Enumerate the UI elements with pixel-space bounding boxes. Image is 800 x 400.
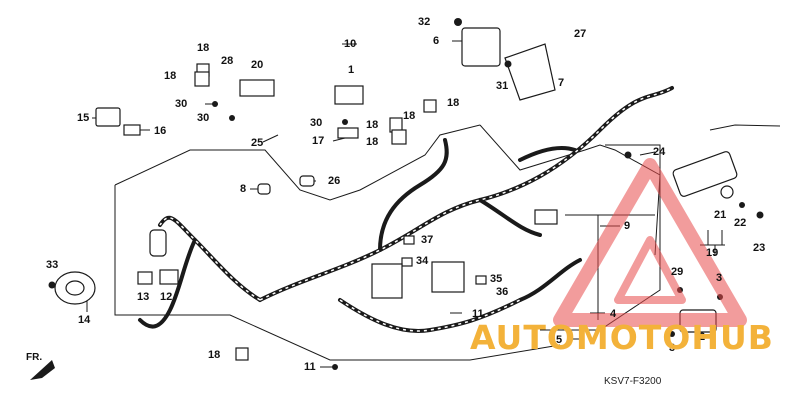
connector-pack-c	[149, 229, 167, 257]
callout-37: 37	[421, 234, 434, 246]
harness-branch-left	[158, 215, 262, 302]
callout-11b: 11	[304, 361, 316, 373]
callout-30b: 30	[197, 112, 210, 124]
callout-21: 21	[714, 209, 727, 221]
callout-20: 20	[251, 59, 264, 71]
relay-18d	[391, 129, 407, 145]
bolt-31	[504, 60, 512, 68]
callout-18f: 18	[366, 136, 379, 148]
component-9	[534, 209, 558, 225]
subassembly-box	[540, 144, 661, 331]
connector-34	[401, 257, 413, 267]
relay-15	[95, 107, 121, 127]
clip-26	[299, 175, 315, 187]
callout-10: 10	[344, 38, 357, 50]
grommet-21	[720, 185, 734, 199]
relay-18f	[235, 347, 249, 361]
callout-27: 27	[574, 28, 587, 40]
callout-18e: 18	[366, 119, 379, 131]
part-code: KSV7-F3200	[604, 376, 662, 387]
fuse-box-20	[239, 79, 275, 97]
ignition-module-1	[334, 85, 364, 105]
relay-18b	[194, 71, 210, 87]
callout-8: 8	[240, 183, 247, 195]
callout-25: 25	[251, 137, 264, 149]
harness-branch-right	[518, 258, 582, 302]
callout-30c: 30	[310, 117, 323, 129]
callout-18d: 18	[447, 97, 460, 109]
connector-35	[475, 275, 487, 285]
callout-30a: 30	[175, 98, 188, 110]
sensor-12	[159, 269, 179, 285]
harness-branch-mid	[378, 138, 449, 252]
callout-33: 33	[46, 259, 59, 271]
callout-9: 9	[624, 220, 631, 232]
front-direction-label: FR.	[26, 352, 43, 363]
callout-32: 32	[418, 16, 431, 28]
callout-22: 22	[734, 217, 747, 229]
watermark-text-main: AUTOMOTOHUB	[470, 318, 774, 357]
callout-14: 14	[78, 314, 91, 326]
connector-pack-a	[371, 263, 403, 299]
harness-boundary-bottom	[114, 185, 561, 361]
connector-16	[123, 124, 141, 136]
bracket-7	[504, 43, 556, 101]
bolt-30b	[229, 115, 235, 121]
callout-36: 36	[496, 286, 509, 298]
bolt-30a	[212, 101, 218, 107]
watermark-text: AUTOMOTOHUB	[470, 318, 774, 357]
callout-18c: 18	[403, 110, 416, 122]
callout-3b: 3	[669, 342, 676, 354]
callout-29: 29	[671, 266, 684, 278]
callout-4: 4	[610, 308, 617, 320]
callout-31: 31	[496, 80, 509, 92]
callout-23: 23	[753, 242, 766, 254]
clip-8	[257, 183, 271, 195]
bolt-23	[756, 211, 764, 219]
bolt-24	[624, 151, 632, 159]
harness-boundary	[114, 124, 481, 201]
watermark-logo	[553, 158, 747, 327]
callout-35: 35	[490, 273, 503, 285]
front-arrow-icon	[30, 360, 55, 380]
relay-18e	[423, 99, 437, 113]
callout-15: 15	[77, 112, 90, 124]
callout-26: 26	[328, 175, 341, 187]
callout-24: 24	[653, 146, 666, 158]
callout-3: 3	[716, 272, 723, 284]
callout-17: 17	[312, 135, 325, 147]
callout-5: 5	[556, 334, 563, 346]
bolt-33	[48, 281, 56, 289]
callout-28: 28	[221, 55, 234, 67]
bolt-22	[739, 202, 745, 208]
callout-18g: 18	[208, 349, 221, 361]
callout-12: 12	[160, 291, 173, 303]
callout-1: 1	[348, 64, 355, 76]
callout-7: 7	[558, 77, 565, 89]
starter-relay-19	[672, 151, 738, 197]
callout-16: 16	[154, 125, 167, 137]
callout-13: 13	[137, 291, 150, 303]
sensor-13	[137, 271, 153, 285]
callout-18b: 18	[164, 70, 177, 82]
bolt-3b	[669, 331, 675, 337]
callout-18a: 18	[197, 42, 210, 54]
regulator-6	[461, 27, 501, 67]
bolt-30c	[342, 119, 348, 125]
callout-2: 2	[699, 331, 706, 343]
callout-11: 11	[472, 308, 484, 320]
callout-6: 6	[433, 35, 440, 47]
coil-17	[337, 127, 359, 139]
connector-37	[403, 235, 415, 245]
connector-pack-b	[431, 261, 465, 293]
callout-19: 19	[706, 247, 719, 259]
bolt-11	[332, 364, 338, 370]
callout-34: 34	[416, 255, 429, 267]
bolt-32	[454, 18, 462, 26]
